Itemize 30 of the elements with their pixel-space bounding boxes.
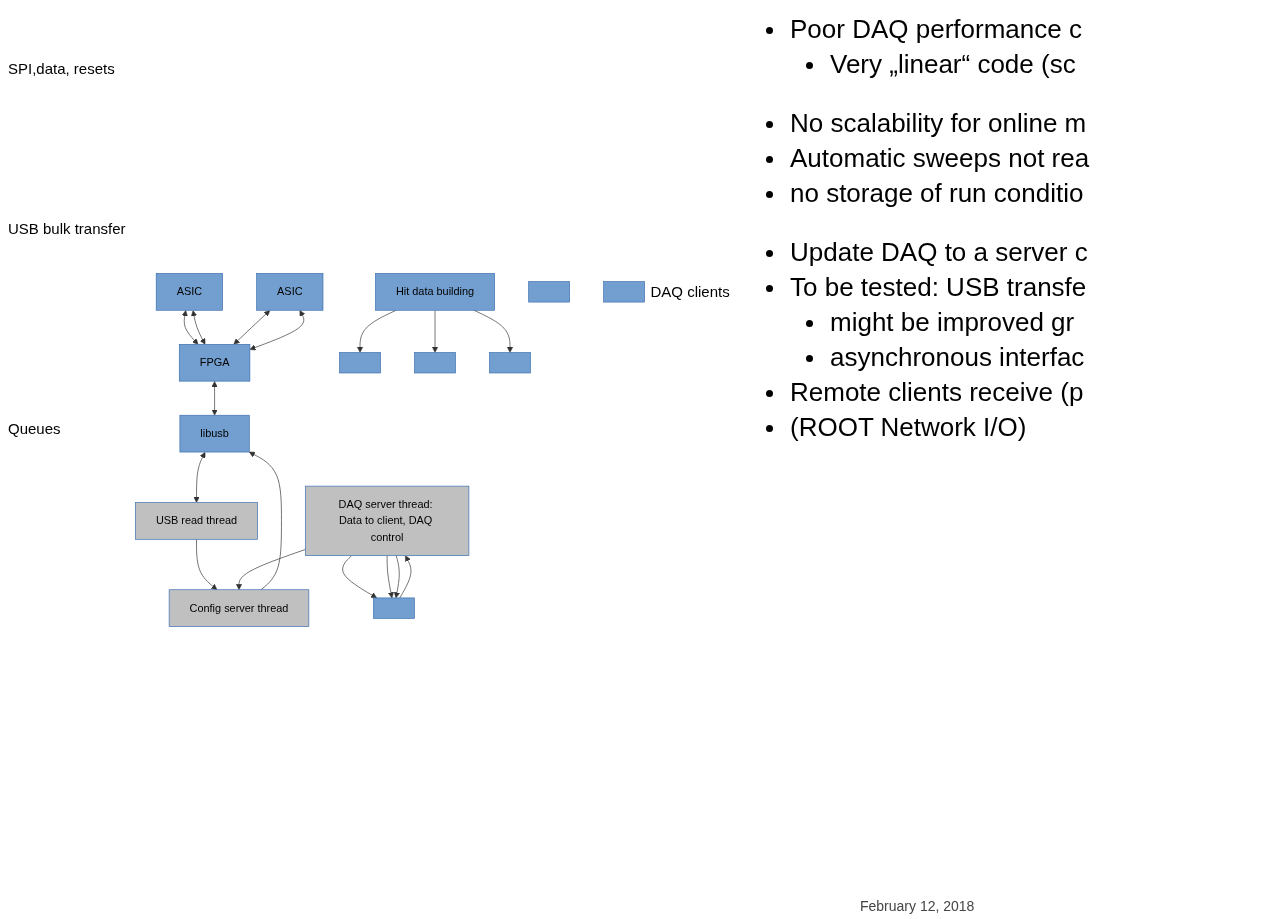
node-caption: DAQ clients bbox=[650, 282, 730, 300]
node-box: ASIC bbox=[256, 273, 324, 311]
node-box bbox=[414, 352, 456, 374]
bullet-point: no storage of run conditio bbox=[760, 178, 1268, 209]
node-box: FPGA bbox=[178, 344, 251, 382]
bullet-point: Automatic sweeps not rea bbox=[760, 143, 1268, 174]
node-box: USB read thread bbox=[135, 502, 258, 540]
node-box bbox=[489, 352, 531, 374]
bullet-point: Remote clients receive (p bbox=[760, 377, 1268, 408]
bullet-point: Very „linear“ code (sc bbox=[800, 49, 1268, 80]
node-box: libusb bbox=[179, 414, 250, 453]
node-box: Config server thread bbox=[168, 589, 310, 627]
node-box: DAQ server thread: Data to client, DAQ control bbox=[304, 485, 470, 556]
node-box bbox=[339, 352, 381, 374]
bullet-point: asynchronous interfac bbox=[800, 342, 1268, 373]
bullet-point: Update DAQ to a server c bbox=[760, 237, 1268, 268]
side-label: Queues bbox=[8, 420, 61, 437]
bullet-point: might be improved gr bbox=[800, 307, 1268, 338]
node-box bbox=[373, 597, 415, 619]
bullet-point: No scalability for online m bbox=[760, 108, 1268, 139]
bullet-point: (ROOT Network I/O) bbox=[760, 412, 1268, 443]
node-box: Hit data building bbox=[375, 273, 495, 311]
side-label: USB bulk transfer bbox=[8, 220, 126, 237]
node-box bbox=[603, 281, 645, 303]
node-box bbox=[528, 281, 570, 303]
date-footer: February 12, 2018 bbox=[860, 898, 975, 914]
bullet-point: Poor DAQ performance c bbox=[760, 14, 1268, 45]
bullet-point: To be tested: USB transfe bbox=[760, 272, 1268, 303]
side-label: SPI,data, resets bbox=[8, 60, 115, 77]
node-box: ASIC bbox=[155, 273, 223, 311]
